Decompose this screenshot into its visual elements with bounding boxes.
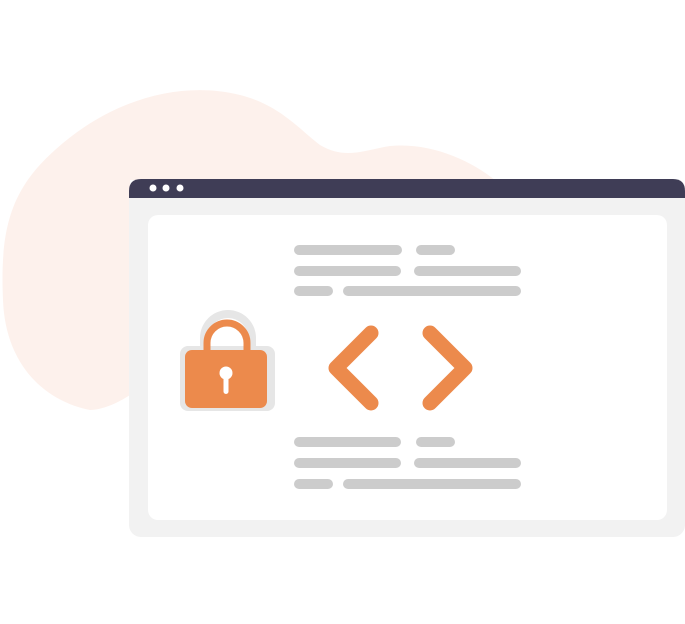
text-placeholder-line xyxy=(416,245,455,255)
code-bracket-right xyxy=(422,325,473,411)
browser-content-panel xyxy=(148,215,667,520)
text-placeholder-group-bottom xyxy=(294,437,521,489)
text-placeholder-group-top xyxy=(294,245,521,296)
window-dot-3 xyxy=(176,184,184,192)
text-placeholder-line xyxy=(294,437,401,447)
padlock-shadow-shackle xyxy=(200,310,256,347)
text-placeholder-line xyxy=(294,458,401,468)
padlock-keyhole-slot xyxy=(223,375,229,394)
text-placeholder-line xyxy=(294,286,333,296)
text-placeholder-line xyxy=(294,245,402,255)
text-placeholder-line xyxy=(343,479,521,489)
window-dot-2 xyxy=(162,184,170,192)
text-placeholder-line xyxy=(414,458,521,468)
window-dot-1 xyxy=(149,184,157,192)
text-placeholder-line xyxy=(294,479,333,489)
code-brackets-icon xyxy=(328,325,473,411)
padlock-keyhole xyxy=(219,366,233,380)
text-placeholder-line xyxy=(416,437,455,447)
code-bracket-left xyxy=(328,325,379,411)
text-placeholder-line xyxy=(343,286,521,296)
text-placeholder-line xyxy=(294,266,401,276)
browser-title-bar xyxy=(129,179,685,198)
background-blob xyxy=(2,90,495,411)
padlock-shackle xyxy=(203,319,251,352)
padlock-icon xyxy=(180,310,275,411)
text-placeholder-line xyxy=(414,266,521,276)
